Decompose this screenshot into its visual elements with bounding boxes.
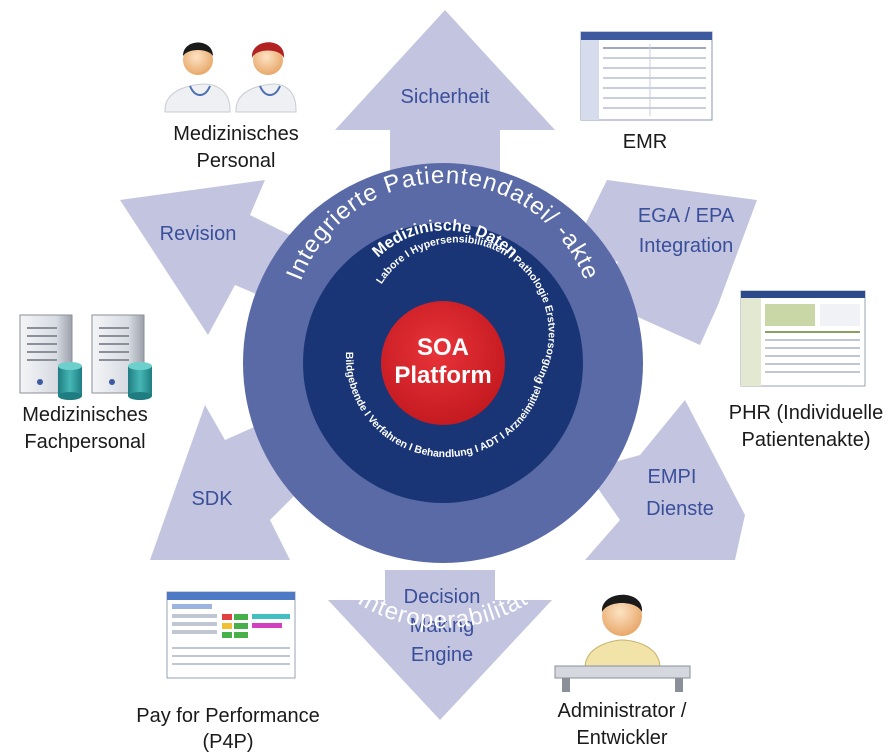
core-circle	[381, 301, 505, 425]
node-phr: PHR (Individuelle Patientenakte)	[729, 290, 884, 451]
node-specialists: Medizinisches Fachpersonal	[19, 314, 152, 453]
arrow-lower-left-label: SDK	[191, 488, 233, 510]
emr-screenshot-icon	[580, 31, 713, 121]
arrow-top-label: Sicherheit	[401, 86, 490, 108]
emr-label: EMR	[623, 131, 667, 153]
p4p-screenshot-icon	[166, 591, 296, 679]
specialists-label-1: Medizinisches	[22, 404, 148, 426]
phr-label-2: Patientenakte)	[742, 429, 871, 451]
core-label-2: Platform	[394, 362, 491, 389]
core-label-1: SOA	[417, 334, 469, 361]
phr-screenshot-icon	[740, 290, 866, 387]
arrow-bottom: Decision Making Engine	[328, 570, 552, 720]
medical-staff-label-2: Personal	[197, 150, 276, 172]
arrow-lower-right: EMPI Dienste	[585, 400, 745, 560]
administrator-icon	[554, 594, 691, 692]
arrow-lower-right-label-2: Dienste	[646, 498, 714, 520]
arrow-top: Sicherheit	[335, 10, 555, 180]
specialists-label-2: Fachpersonal	[24, 431, 145, 453]
arrow-upper-right-label-2: Integration	[639, 235, 734, 257]
arrow-bottom-label-3: Engine	[411, 644, 473, 666]
medical-staff-label-1: Medizinisches	[173, 123, 299, 145]
servers-icon	[19, 314, 152, 400]
p4p-label-1: Pay for Performance	[136, 705, 319, 727]
node-admin: Administrator / Entwickler	[554, 594, 691, 749]
node-p4p: Pay for Performance (P4P)	[136, 591, 320, 753]
arrow-bottom-label-1: Decision	[404, 586, 481, 608]
arrow-upper-left: Revision	[120, 180, 300, 335]
admin-label-1: Administrator /	[558, 700, 687, 722]
node-medical-staff: Medizinisches Personal	[164, 42, 299, 172]
doctors-icon	[164, 42, 297, 113]
phr-label-1: PHR (Individuelle	[729, 402, 884, 424]
admin-label-2: Entwickler	[576, 727, 667, 749]
arrow-upper-left-label: Revision	[160, 223, 237, 245]
node-emr: EMR	[580, 31, 713, 153]
arrow-upper-right-label-1: EGA / EPA	[638, 205, 735, 227]
arrow-bottom-label-2: Making	[410, 615, 474, 637]
arrow-lower-right-label-1: EMPI	[648, 466, 697, 488]
p4p-label-2: (P4P)	[202, 731, 253, 753]
